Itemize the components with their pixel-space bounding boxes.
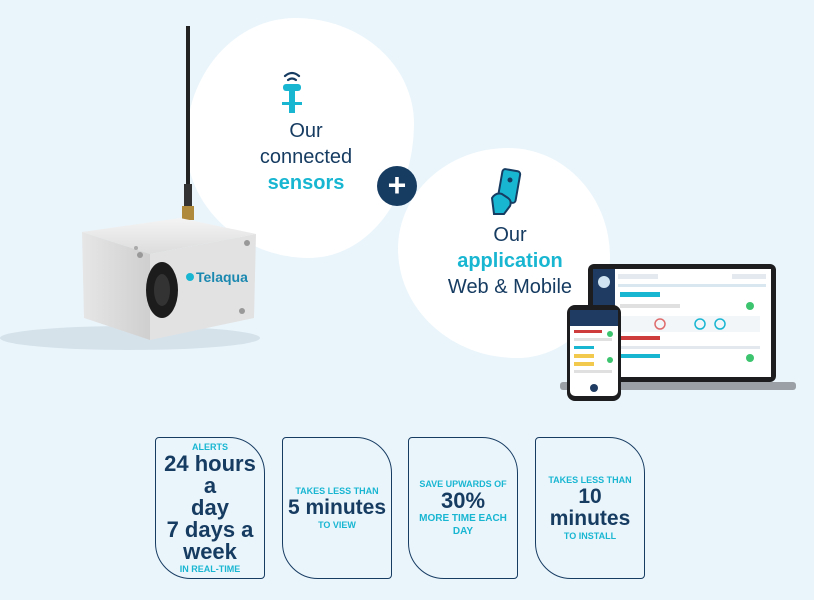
stat-top-label: TAKES LESS THAN bbox=[295, 486, 379, 496]
device-brand-label: Telaqua bbox=[196, 269, 248, 285]
stat-main-value: 10 minutes bbox=[549, 485, 631, 530]
sensors-line1: Our bbox=[289, 120, 323, 142]
sensors-blob bbox=[186, 18, 414, 258]
sensors-line2: connected bbox=[259, 146, 353, 168]
sensors-caption: Our connected sensors bbox=[246, 118, 366, 196]
stat-card-view-time: TAKES LESS THAN 5 minutes TO VIEW bbox=[282, 437, 392, 579]
phone-hand-icon bbox=[490, 168, 522, 215]
stat-card-time-saved: SAVE UPWARDS OF 30% MORE TIME EACH DAY bbox=[408, 437, 518, 579]
application-line1: Our bbox=[493, 224, 527, 246]
laptop-app-image bbox=[560, 264, 796, 390]
stat-main-value: 5 minutes bbox=[287, 496, 387, 519]
sensor-device-image: Telaqua bbox=[0, 26, 260, 350]
stat-main-line: day bbox=[191, 495, 229, 520]
sensors-line3: sensors bbox=[267, 172, 345, 194]
stat-main-line: 24 hours a bbox=[164, 451, 256, 498]
stat-main-line: week bbox=[183, 539, 237, 564]
stat-card-alerts: ALERTS 24 hours a day 7 days a week IN R… bbox=[155, 437, 265, 579]
plus-badge: + bbox=[377, 166, 417, 206]
application-caption: Our application Web & Mobile bbox=[420, 222, 600, 300]
stat-bottom-label: TO INSTALL bbox=[563, 531, 617, 541]
stat-card-install-time: TAKES LESS THAN 10 minutes TO INSTALL bbox=[535, 437, 645, 579]
application-line2: application bbox=[457, 250, 563, 272]
stat-bottom-label: IN REAL-TIME bbox=[179, 564, 241, 574]
stat-top-label: SAVE UPWARDS OF bbox=[419, 479, 507, 489]
sensor-icon bbox=[282, 71, 302, 113]
stat-bottom-label: TO VIEW bbox=[318, 520, 356, 530]
stat-top-label: ALERTS bbox=[192, 442, 228, 452]
stat-main-value: 30% bbox=[440, 488, 486, 513]
application-line3: Web & Mobile bbox=[447, 276, 573, 298]
stat-bottom-label: MORE TIME EACH DAY bbox=[419, 513, 507, 537]
stat-top-label: TAKES LESS THAN bbox=[548, 475, 632, 485]
phone-app-image bbox=[567, 305, 621, 401]
stat-main-line: 7 days a bbox=[166, 517, 254, 542]
